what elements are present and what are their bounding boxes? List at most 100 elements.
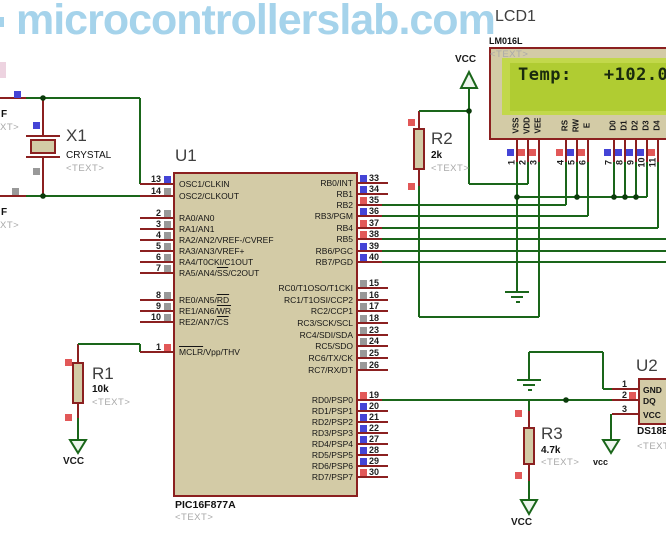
u1-pin-9-number: 9 xyxy=(155,301,161,311)
edge-artifact-pink xyxy=(0,62,6,78)
r3-ref[interactable]: R3 xyxy=(541,424,563,443)
u1-pin-22-label: RD3/PSP3 xyxy=(311,428,353,438)
u1-pin-25-number: 25 xyxy=(369,348,380,358)
lcd-pin-8-label: D1 xyxy=(619,120,629,131)
u1-pin-23-stub[interactable] xyxy=(358,334,388,336)
u1-pin-10-number: 10 xyxy=(150,312,161,322)
lcd-pin-7-stub[interactable] xyxy=(613,140,615,162)
u1-pin-25-stub[interactable] xyxy=(358,357,388,359)
u2-pin-2-number: 2 xyxy=(621,390,627,400)
lcd-pin-4-stub[interactable] xyxy=(565,140,567,162)
u2-vcc-label: vcc xyxy=(593,457,609,467)
crystal-value[interactable]: CRYSTAL xyxy=(66,150,112,161)
u1-pin-34-stub[interactable] xyxy=(358,193,388,195)
u1-pin-4-stub[interactable] xyxy=(140,239,173,241)
u1-pin-7-state xyxy=(164,265,171,272)
lcd-model[interactable]: LM016L xyxy=(489,36,523,46)
u1-pin-36-stub[interactable] xyxy=(358,215,382,217)
lcd-pin-6-stub[interactable] xyxy=(587,140,589,162)
lcd-pin-10-stub[interactable] xyxy=(646,140,648,162)
vcc-arrow-down-r3-icon[interactable] xyxy=(519,499,539,517)
lcd-pin-10-label: D3 xyxy=(641,120,651,131)
u1-pin-3-stub[interactable] xyxy=(140,228,173,230)
u1-pin-40-stub[interactable] xyxy=(358,261,382,263)
u1-pin-28-label: RD5/PSP5 xyxy=(311,450,353,460)
u1-pin-1-stub[interactable] xyxy=(140,351,173,353)
u2-ref[interactable]: U2 xyxy=(636,356,658,375)
u1-pin-21-stub[interactable] xyxy=(358,421,388,423)
u1-pin-36-label: RB3/PGM xyxy=(314,211,353,221)
r1-ref[interactable]: R1 xyxy=(92,364,114,383)
u1-pin-15-state xyxy=(360,280,367,287)
u1-pin-15-stub[interactable] xyxy=(358,287,388,289)
r2-value[interactable]: 2k xyxy=(431,150,443,161)
lcd-pin-1-stub[interactable] xyxy=(516,140,518,162)
u1-pin-27-state xyxy=(360,436,367,443)
lcd-pin-4-label: RS xyxy=(560,119,570,132)
wires[interactable] xyxy=(26,88,666,500)
u1-pin-7-stub[interactable] xyxy=(140,272,173,274)
u1-pin-13-stub[interactable] xyxy=(140,183,173,185)
u1-pin-6-stub[interactable] xyxy=(140,261,173,263)
u1-pin-39-stub[interactable] xyxy=(358,250,382,252)
edge-artifact-blue xyxy=(0,17,4,27)
vcc-arrow-down-u2-icon[interactable] xyxy=(601,439,621,455)
u1-pin-8-stub[interactable] xyxy=(140,299,173,301)
r3-bottom-pin-state xyxy=(515,472,522,479)
vcc-arrow-up-icon[interactable] xyxy=(459,69,479,89)
u1-pin-13-state xyxy=(164,176,171,183)
u1-pin-3-state xyxy=(164,221,171,228)
u2-body[interactable] xyxy=(638,378,666,425)
u1-pin-29-number: 29 xyxy=(369,456,380,466)
u1-pin-37-stub[interactable] xyxy=(358,227,382,229)
u1-chip-body[interactable] xyxy=(173,172,358,497)
u1-pin-29-stub[interactable] xyxy=(358,465,388,467)
r1-body[interactable] xyxy=(72,362,84,404)
r1-value[interactable]: 10k xyxy=(92,384,109,395)
u1-ref[interactable]: U1 xyxy=(175,146,197,165)
u1-pin-14-stub[interactable] xyxy=(140,195,173,197)
u1-pin-22-stub[interactable] xyxy=(358,432,388,434)
u1-pin-5-stub[interactable] xyxy=(140,250,173,252)
u1-pin-26-stub[interactable] xyxy=(358,369,388,371)
lcd-pin-11-stub[interactable] xyxy=(657,140,659,162)
crystal-body[interactable] xyxy=(30,139,56,154)
u1-pin-28-stub[interactable] xyxy=(358,454,388,456)
u1-pin-27-stub[interactable] xyxy=(358,443,388,445)
u1-pin-16-stub[interactable] xyxy=(358,299,388,301)
u1-pin-9-stub[interactable] xyxy=(140,310,173,312)
u1-pin-24-stub[interactable] xyxy=(358,345,388,347)
lcd-pin-11-state xyxy=(648,149,655,156)
vcc-arrow-down-r1-icon[interactable] xyxy=(68,439,88,455)
lcd-ref[interactable]: LCD1 xyxy=(495,8,536,25)
u1-pin-30-stub[interactable] xyxy=(358,476,388,478)
u1-pin-18-stub[interactable] xyxy=(358,322,388,324)
u1-pin-2-label: RA0/AN0 xyxy=(179,213,215,223)
lcd-pin-9-number: 9 xyxy=(625,160,636,166)
crystal-ref[interactable]: X1 xyxy=(66,126,87,145)
u1-pin-38-stub[interactable] xyxy=(358,238,382,240)
u1-pin-33-stub[interactable] xyxy=(358,182,388,184)
lcd-pin-9-stub[interactable] xyxy=(635,140,637,162)
u2-value[interactable]: DS18B20 xyxy=(637,426,666,437)
u1-value[interactable]: PIC16F877A xyxy=(175,499,236,511)
u1-pin-2-stub[interactable] xyxy=(140,217,173,219)
lcd-pin-2-stub[interactable] xyxy=(527,140,529,162)
u1-pin-25-label: RC6/TX/CK xyxy=(308,353,353,363)
r2-ref[interactable]: R2 xyxy=(431,129,453,148)
r3-value[interactable]: 4.7k xyxy=(541,445,561,456)
lcd-pin-8-stub[interactable] xyxy=(624,140,626,162)
lcd-pin-5-stub[interactable] xyxy=(576,140,578,162)
lcd-pin-6-state xyxy=(578,149,585,156)
u1-pin-10-stub[interactable] xyxy=(140,321,173,323)
u1-pin-1-number: 1 xyxy=(155,342,161,352)
r3-body[interactable] xyxy=(523,427,535,465)
r2-body[interactable] xyxy=(413,128,425,170)
lcd-pin-3-stub[interactable] xyxy=(538,140,540,162)
u1-pin-19-stub[interactable] xyxy=(358,399,382,401)
r1-bottom-pin-state xyxy=(65,414,72,421)
u1-pin-17-stub[interactable] xyxy=(358,310,388,312)
u1-pin-20-stub[interactable] xyxy=(358,410,388,412)
u1-pin-35-stub[interactable] xyxy=(358,204,382,206)
lcd-pin-5-label: RW xyxy=(571,118,581,133)
